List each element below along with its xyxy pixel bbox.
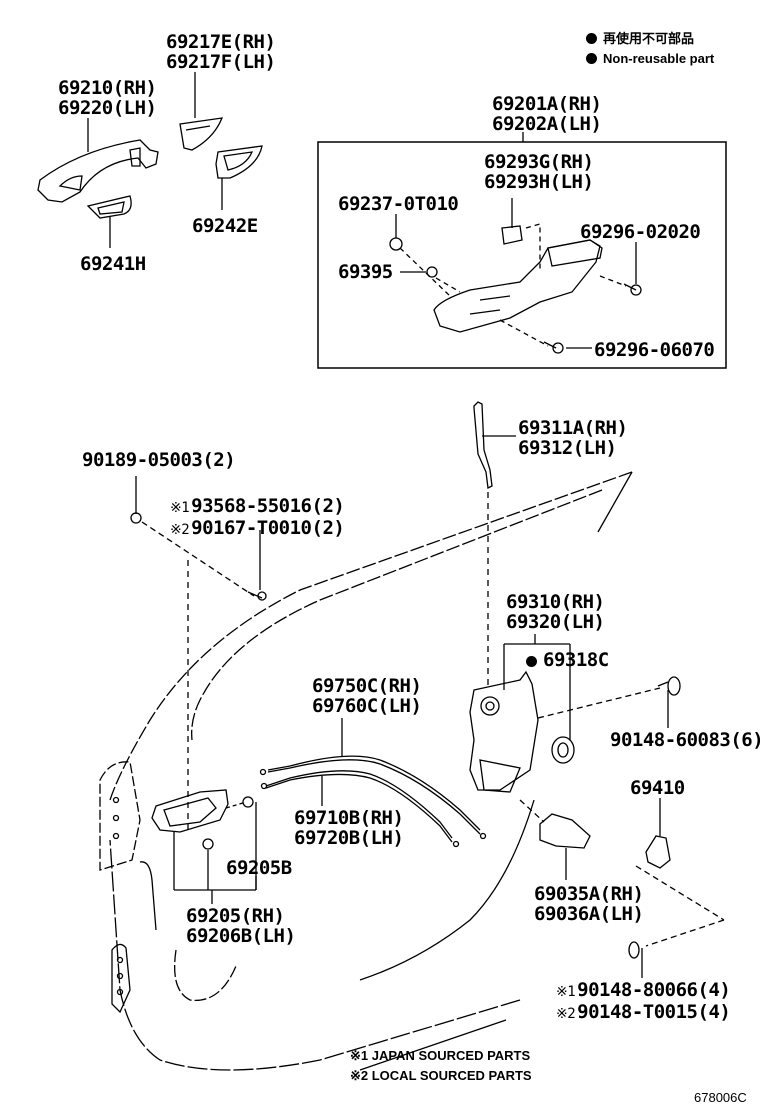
label-bezel-69205b: 69205B [226, 857, 292, 879]
label-rod: 69311A(RH)69312(LH) [518, 417, 628, 459]
pad-69241h-drawing [86, 195, 132, 248]
label-screw-02020: 69296-02020 [580, 221, 701, 243]
label-pad-69242e: 69242E [192, 215, 258, 237]
label-inner-handle: 69205(RH)69206B(LH) [186, 905, 296, 947]
label-handle-cap: 69217E(RH)69217F(LH) [166, 31, 276, 73]
lock-cover-drawing [519, 799, 591, 880]
label-frame-bracket: 69293G(RH)69293H(LH) [484, 151, 594, 193]
label-nut-69395: 69395 [338, 261, 393, 283]
door-outline [99, 471, 633, 1071]
outside-handle-drawing [37, 118, 159, 203]
label-lock-cover: 69035A(RH)69036A(LH) [534, 883, 644, 925]
pad-69242e-drawing [215, 145, 263, 210]
label-lock-assy: 69310(RH)69320(LH) [506, 591, 605, 633]
striker-drawing [628, 798, 725, 978]
clip-screw-drawing [130, 476, 267, 830]
label-frame-assy: 69201A(RH)69202A(LH) [492, 93, 602, 135]
rod-drawing [473, 401, 516, 690]
filled-circle-icon [586, 33, 597, 44]
inner-handle-drawing [151, 789, 257, 904]
note-local-sourced: ※2 LOCAL SOURCED PARTS [350, 1068, 532, 1083]
legend-non-reusable-jp: 再使用不可部品 [586, 30, 694, 48]
figure-id: 678006C [694, 1090, 747, 1105]
legend-non-reusable-en: Non-reusable part [586, 50, 714, 68]
label-grommet: 69318C [526, 650, 609, 670]
note-japan-sourced: ※1 JAPAN SOURCED PARTS [350, 1048, 531, 1063]
label-outside-handle: 69210(RH)69220(LH) [58, 77, 157, 119]
label-pad-69241h: 69241H [80, 253, 146, 275]
non-reusable-icon [526, 656, 537, 667]
label-striker: 69410 [630, 777, 685, 799]
label-screw-60083: 90148-60083(6) [610, 729, 760, 751]
label-cable-lower: 69710B(RH)69720B(LH) [294, 807, 404, 849]
label-screw-06070: 69296-06070 [594, 339, 715, 361]
cables-drawing [259, 718, 487, 848]
filled-circle-icon [586, 53, 597, 64]
frame-assy-box [317, 132, 727, 369]
lock-assy-drawing [469, 634, 681, 793]
handle-cap-drawing [179, 72, 224, 151]
label-clip-90189: 90189-05003(2) [82, 449, 236, 471]
label-cable-upper: 69750C(RH)69760C(LH) [312, 675, 422, 717]
label-clip-69237: 69237-0T010 [338, 193, 459, 215]
